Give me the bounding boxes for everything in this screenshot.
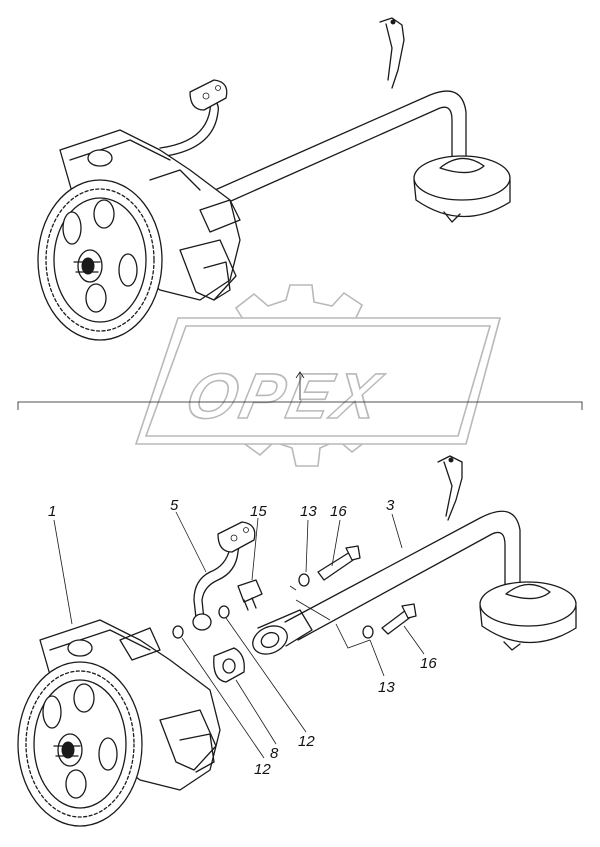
fasteners-bottom bbox=[172, 545, 417, 683]
callout-13-bottom: 13 bbox=[378, 679, 395, 696]
leader-lines bbox=[53, 511, 425, 759]
washer-13a bbox=[298, 573, 310, 587]
washer-12a bbox=[172, 625, 184, 639]
callout-12-right: 12 bbox=[298, 733, 315, 750]
pressure-tube-bottom bbox=[192, 521, 256, 631]
drive-gear-bottom bbox=[17, 661, 143, 827]
gasket-8 bbox=[213, 647, 245, 683]
callout-8: 8 bbox=[270, 745, 279, 762]
callout-1: 1 bbox=[48, 503, 56, 520]
callout-15: 15 bbox=[250, 503, 267, 520]
watermark-text: OPEX bbox=[180, 360, 389, 432]
intake-pipe-top bbox=[214, 17, 511, 223]
callout-3: 3 bbox=[386, 497, 395, 514]
assembled-oil-pump bbox=[37, 17, 511, 341]
washer-13b bbox=[362, 625, 374, 639]
watermark-banner bbox=[134, 317, 502, 445]
callout-5: 5 bbox=[170, 497, 179, 514]
bolt-15 bbox=[237, 579, 263, 603]
section-divider bbox=[17, 371, 583, 410]
washer-12b bbox=[218, 605, 230, 619]
callout-16-bottom: 16 bbox=[420, 655, 437, 672]
pressure-tube-top bbox=[159, 79, 228, 157]
drive-gear-top bbox=[37, 179, 163, 341]
callout-12-left: 12 bbox=[254, 761, 271, 778]
callout-labels: 1 5 15 13 16 3 16 13 12 8 12 bbox=[48, 497, 437, 778]
intake-pipe-bottom bbox=[252, 455, 577, 655]
watermark-logo: OPEX bbox=[134, 284, 502, 467]
callout-16-top: 16 bbox=[330, 503, 347, 520]
exploded-oil-pump bbox=[17, 455, 577, 827]
callout-13-top: 13 bbox=[300, 503, 317, 520]
